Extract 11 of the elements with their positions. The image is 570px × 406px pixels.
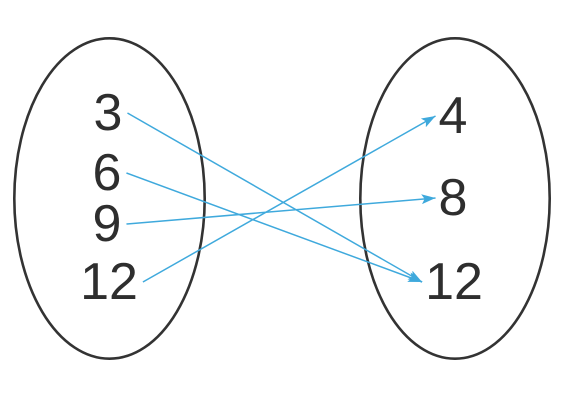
number: 3 [94, 87, 122, 139]
oval [13, 37, 206, 360]
number: 12 [425, 256, 483, 308]
arrow [126, 194, 436, 225]
number: 4 [438, 90, 468, 142]
oval [359, 37, 551, 360]
number: 12 [80, 256, 138, 308]
number: 9 [92, 198, 122, 250]
number: 6 [92, 147, 122, 199]
arrow [126, 172, 422, 283]
number: 8 [438, 172, 468, 224]
